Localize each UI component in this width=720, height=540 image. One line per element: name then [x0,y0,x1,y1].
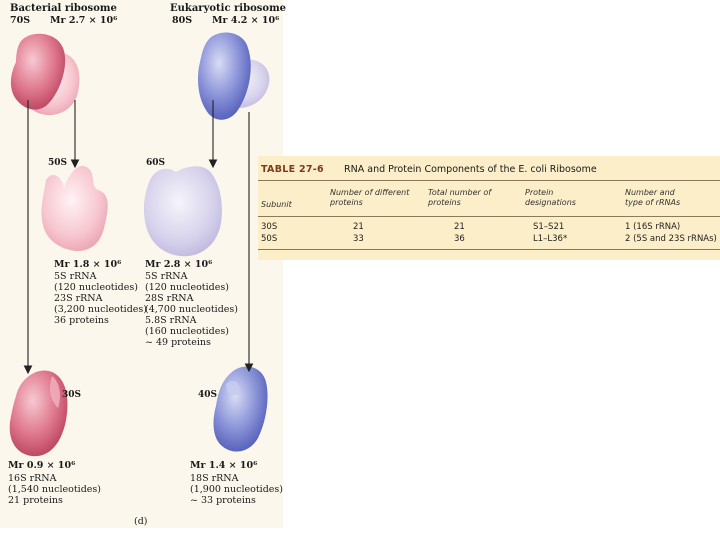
composition-line: 21 proteins [8,495,63,506]
table-cell-rrnas: 2 (5S and 23S rRNAs) [625,234,717,244]
composition-line: ~ 49 proteins [145,337,211,348]
table-header-different-proteins: Number of different proteins [330,188,410,207]
bacterial-50s-subunit-shape [41,165,108,252]
ecoli-ribosome-table: TABLE 27-6 RNA and Protein Components of… [258,156,720,260]
bacterial-30s-subunit-shape [9,370,68,457]
composition-line: (1,900 nucleotides) [190,484,284,495]
eukaryotic-80s-mass: Mr 4.2 × 10⁶ [212,15,280,26]
bacterial-30s-mass: Mr 0.9 × 10⁶ [8,460,76,471]
composition-line: 18S rRNA [190,473,239,484]
bacterial-70s-size: 70S [10,15,31,26]
composition-line: (120 nucleotides) [54,282,138,293]
table-top-rule [258,180,720,181]
eukaryotic-40s-subunit-shape [213,366,268,452]
table-cell-subunit: 30S [261,222,278,232]
table-cell-designations: L1–L36* [533,234,568,244]
composition-line: (120 nucleotides) [145,282,229,293]
eukaryotic-60s-label: 60S [146,158,166,168]
table-header-subunit: Subunit [261,200,292,209]
composition-line: (3,200 nucleotides) [54,304,148,315]
bacterial-70s-mass: Mr 2.7 × 10⁶ [50,15,118,26]
table-header-total-proteins: Total number of proteins [428,188,492,207]
composition-line: 28S rRNA [145,293,194,304]
composition-line: 5S rRNA [145,271,188,282]
composition-line: ~ 33 proteins [190,495,256,506]
eukaryotic-80s-size: 80S [172,15,193,26]
composition-line: 5S rRNA [54,271,97,282]
table-cell-designations: S1–S21 [533,222,565,232]
bacterial-30s-label: 30S [62,390,82,400]
composition-line: (4,700 nucleotides) [145,304,239,315]
table-cell-total-proteins: 21 [454,222,465,232]
eukaryotic-80s-ribosome-shape [198,32,270,120]
composition-line: (160 nucleotides) [145,326,229,337]
composition-line: 23S rRNA [54,293,103,304]
bacterial-70s-ribosome-shape [10,33,80,116]
eukaryotic-40s-mass: Mr 1.4 × 10⁶ [190,460,258,471]
table-header-designations: Protein designations [525,188,576,207]
table-cell-rrnas: 1 (16S rRNA) [625,222,681,232]
bacterial-50s-composition: 5S rRNA (120 nucleotides) 23S rRNA (3,20… [54,271,147,326]
composition-line: 5.8S rRNA [145,315,197,326]
eukaryotic-ribosome-title: Eukaryotic ribosome [170,3,287,14]
bacterial-50s-mass: Mr 1.8 × 10⁶ [54,259,122,270]
bacterial-30s-composition: 16S rRNA (1,540 nucleotides) 21 proteins [8,473,101,506]
panel-label: (d) [134,516,148,527]
eukaryotic-60s-subunit-shape [143,166,222,257]
table-number: TABLE 27-6 [261,164,324,175]
bacterial-50s-label: 50S [48,158,68,168]
table-title: TABLE 27-6 RNA and Protein Components of… [261,164,597,175]
table-cell-total-proteins: 36 [454,234,465,244]
composition-line: 36 proteins [54,315,109,326]
table-cell-subunit: 50S [261,234,278,244]
composition-line: 16S rRNA [8,473,57,484]
composition-line: (1,540 nucleotides) [8,484,102,495]
subunit-arrows [23,100,254,375]
table-cell-different-proteins: 21 [353,222,364,232]
bacterial-ribosome-title: Bacterial ribosome [10,3,117,14]
table-header-rrnas: Number and type of rRNAs [625,188,681,207]
eukaryotic-40s-composition: 18S rRNA (1,900 nucleotides) ~ 33 protei… [190,473,283,506]
eukaryotic-40s-label: 40S [198,390,218,400]
table-bottom-rule [258,249,720,250]
eukaryotic-60s-composition: 5S rRNA (120 nucleotides) 28S rRNA (4,70… [145,271,238,348]
table-cell-different-proteins: 33 [353,234,364,244]
table-caption: RNA and Protein Components of the E. col… [344,164,597,175]
ribosome-illustration [9,32,270,457]
table-header-rule [258,216,720,217]
eukaryotic-60s-mass: Mr 2.8 × 10⁶ [145,259,213,270]
